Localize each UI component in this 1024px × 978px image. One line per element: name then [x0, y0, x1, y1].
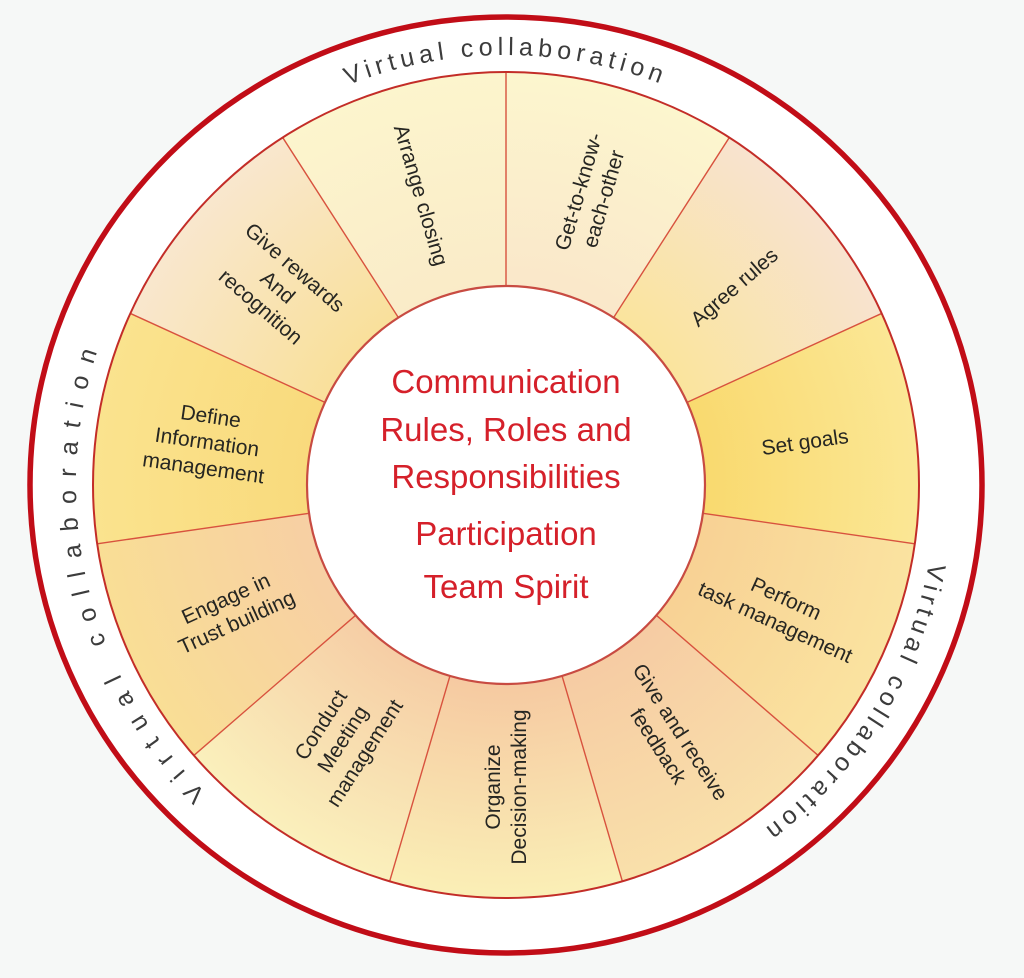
- wheel-segment-organize-decision-making: [389, 675, 623, 899]
- hub-circle: [305, 284, 707, 686]
- segment-divider: [655, 614, 819, 756]
- segment-divider: [388, 675, 451, 882]
- segment-divider: [130, 312, 326, 403]
- ring-outer-border: [92, 71, 920, 899]
- hub-text-line: Rules, Roles and: [380, 411, 631, 448]
- segment-divider: [702, 512, 915, 545]
- segment-divider: [282, 137, 399, 318]
- segment-label-line: Decision-making: [508, 709, 531, 864]
- segment-divider: [97, 512, 310, 545]
- hub-text-line: Team Spirit: [423, 568, 588, 605]
- wheel-segment-perform-task-management: [656, 513, 915, 756]
- segment-label-line: Organize: [482, 744, 505, 829]
- wheel-segment-define-information-management: [92, 313, 325, 544]
- wheel-segment-engage-in-trust-building: [97, 513, 356, 756]
- hub-text-line: Responsibilities: [391, 458, 620, 495]
- wheel-segment-get-to-know-each-other: [506, 72, 730, 318]
- wheel-segment-set-goals: [687, 313, 920, 544]
- segment-divider: [686, 312, 882, 403]
- segment-divider: [193, 614, 357, 756]
- wheel-segment-agree-rules: [613, 137, 882, 403]
- wheel-segment-arrange-closing: [282, 72, 506, 318]
- hub-text-line: Participation: [415, 515, 597, 552]
- segment-divider: [613, 137, 730, 318]
- wheel-segment-give-rewards-and-recognition: [130, 137, 399, 403]
- segment-divider: [561, 675, 624, 882]
- hub-text-line: Communication: [391, 363, 620, 400]
